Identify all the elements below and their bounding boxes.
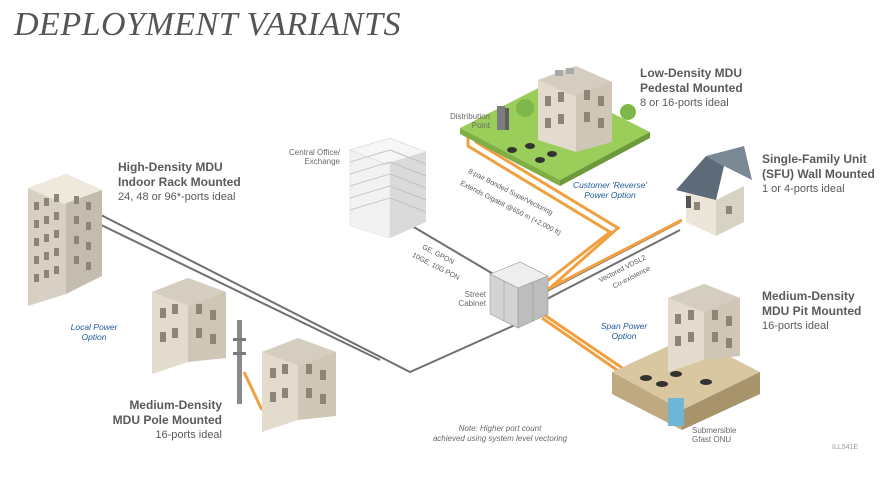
submersible-label: Submersible Gfast ONU [692,426,736,444]
low-density-title: Low-Density MDU [640,66,742,80]
distribution-point-label: Distribution Point [434,112,490,130]
utility-pole [233,320,246,404]
illustration-code: ILL541E [832,444,859,451]
sfu-subtitle: (SFU) Wall Mounted [762,166,875,181]
low-density-label: Low-Density MDU Pedestal Mounted 8 or 16… [640,66,743,111]
pole-copper-cable [242,371,264,411]
street-cabinet-line2: Cabinet [458,299,486,309]
medium-local-building [152,278,226,374]
medium-pit-subtitle: MDU Pit Mounted [762,303,862,318]
port-count-note: Note: Higher port count achieved using s… [410,424,590,444]
central-office-line1: Central Office/ [289,148,340,157]
medium-pit-building [612,284,760,430]
customer-reverse-line1: Customer 'Reverse' [572,180,648,190]
local-power-line1: Local Power [70,322,118,332]
street-cabinet-line1: Street [464,290,486,299]
local-power-label: Local Power Option [58,322,130,343]
sfu-title: Single-Family Unit [762,152,867,166]
high-density-subtitle: Indoor Rack Mounted [118,174,241,189]
low-density-mdu-building [460,66,650,186]
sfu-label: Single-Family Unit (SFU) Wall Mounted 1 … [762,152,875,197]
medium-pole-ports: 16-ports ideal [155,429,222,442]
street-cabinet-box [489,261,549,329]
submersible-line2: Gfast ONU [692,435,732,445]
low-density-ports: 8 or 16-ports ideal [640,97,729,110]
central-office-line2: Exchange [304,157,340,167]
submersible-line1: Submersible [692,426,737,435]
medium-pit-ports: 16-ports ideal [762,320,829,333]
high-density-ports: 24, 48 or 96*-ports ideal [118,191,236,204]
medium-pole-label: Medium-Density MDU Pole Mounted 16-ports… [86,398,222,443]
sfu-house [676,146,752,236]
distribution-point-line2: Point [471,121,490,131]
medium-pole-subtitle: MDU Pole Mounted [112,412,222,427]
note-line2: achieved using system level vectoring [432,433,568,443]
page-title: DEPLOYMENT VARIANTS [14,6,401,43]
customer-reverse-power-label: Customer 'Reverse' Power Option [562,180,658,201]
local-power-line2: Option [81,332,107,343]
medium-pit-label: Medium-Density MDU Pit Mounted 16-ports … [762,289,861,334]
span-power-line2: Option [611,331,637,342]
customer-reverse-line2: Power Option [584,190,636,201]
high-density-title: High-Density MDU [118,160,223,174]
medium-pole-title: Medium-Density [129,398,222,412]
span-power-label: Span Power Option [590,321,658,342]
central-office-building [349,137,427,239]
high-density-mdu-building [28,174,102,306]
note-line1: Note: Higher port count [458,424,542,433]
distribution-point-line1: Distribution [449,112,490,121]
medium-pole-building [262,338,336,432]
street-cabinet-label: Street Cabinet [446,290,486,308]
low-density-subtitle: Pedestal Mounted [640,80,743,95]
medium-pit-title: Medium-Density [762,289,855,303]
central-office-label: Central Office/ Exchange [276,148,340,166]
sfu-ports: 1 or 4-ports ideal [762,183,845,196]
span-power-line1: Span Power [600,321,648,331]
high-density-label: High-Density MDU Indoor Rack Mounted 24,… [118,160,241,205]
